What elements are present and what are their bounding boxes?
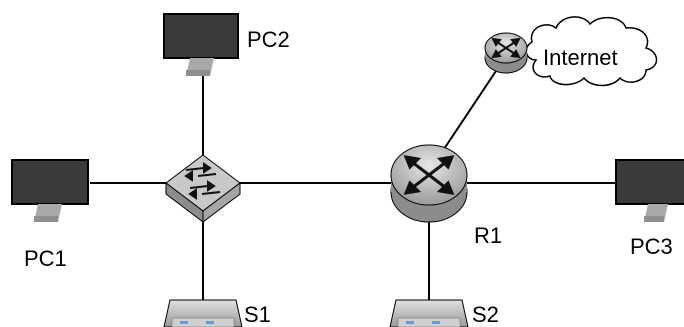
internet-label: Internet — [543, 45, 618, 70]
r1-label: R1 — [474, 223, 502, 248]
cloud-icon — [525, 16, 658, 87]
links — [90, 61, 616, 300]
s2-node[interactable]: S2 — [389, 299, 499, 327]
computer-monitor-icon — [11, 159, 89, 222]
s2-label: S2 — [472, 302, 499, 327]
server-icon — [389, 299, 469, 327]
pc2-label: PC2 — [247, 27, 290, 52]
s1-node[interactable]: S1 — [163, 299, 271, 327]
switch-node[interactable] — [165, 154, 241, 224]
network-switch-icon — [165, 154, 241, 224]
computer-monitor-icon — [615, 159, 684, 222]
internet-node[interactable]: Internet — [484, 16, 658, 87]
s1-label: S1 — [244, 302, 271, 327]
pc3-label: PC3 — [630, 234, 673, 259]
server-icon — [163, 299, 243, 327]
pc3-node[interactable]: PC3 — [615, 159, 684, 259]
router-icon — [484, 32, 528, 74]
router-icon — [390, 144, 468, 223]
computer-monitor-icon — [163, 13, 239, 76]
pc2-node[interactable]: PC2 — [163, 13, 290, 76]
link-r1-internet-router — [439, 61, 503, 156]
pc1-label: PC1 — [24, 246, 67, 271]
r1-node[interactable]: R1 — [390, 144, 502, 248]
pc1-node[interactable]: PC1 — [11, 159, 89, 271]
